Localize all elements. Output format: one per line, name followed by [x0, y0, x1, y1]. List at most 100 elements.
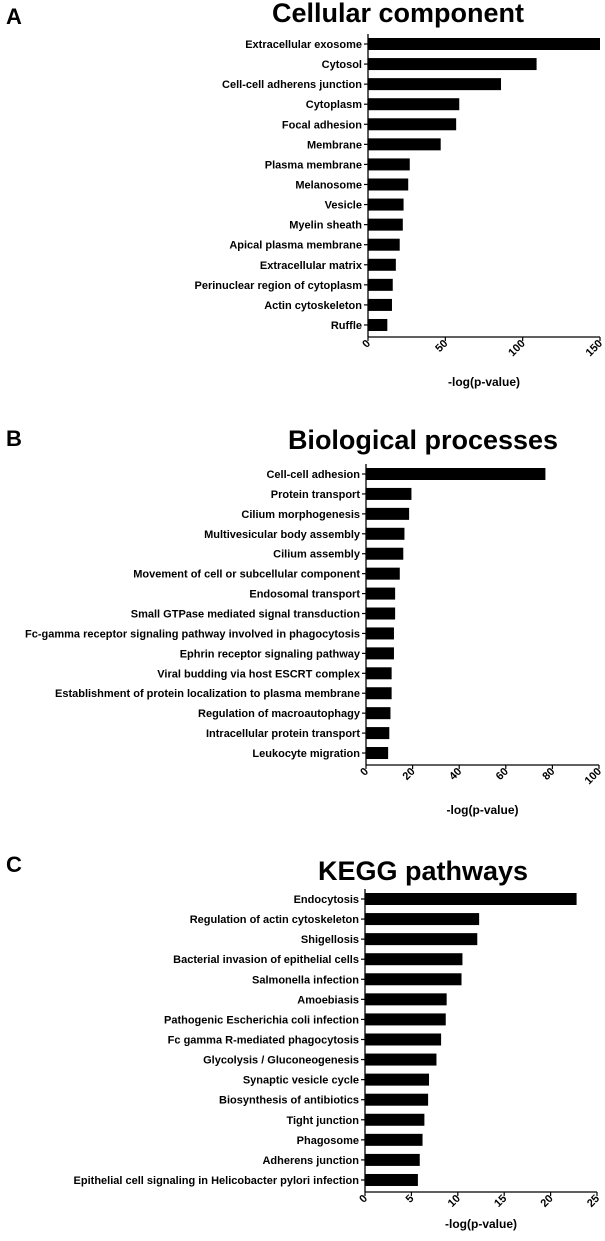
category-label: Adherens junction [262, 1155, 359, 1167]
x-tick-label: 100 [583, 766, 604, 787]
bar [366, 587, 396, 600]
category-label: Regulation of actin cytoskeleton [190, 914, 360, 926]
x-axis-label: -log(p-value) [445, 1217, 517, 1231]
bar [368, 278, 393, 291]
bar [368, 258, 396, 271]
category-label: Intracellular protein transport [206, 728, 360, 740]
bar [368, 138, 441, 151]
chart-title: Cellular component [272, 0, 524, 28]
category-label: Bacterial invasion of epithelial cells [173, 954, 359, 966]
bar [366, 507, 410, 520]
category-label: Epithelial cell signaling in Helicobacte… [74, 1175, 360, 1187]
bar [366, 667, 392, 680]
category-label: Endocytosis [294, 894, 359, 906]
category-label: Viral budding via host ESCRT complex [157, 668, 361, 680]
panel-letter: C [6, 852, 22, 877]
category-label: Salmonella infection [252, 974, 359, 986]
bar [366, 707, 391, 720]
x-tick-label: 100 [506, 338, 527, 359]
bar [365, 993, 447, 1006]
bar [368, 98, 460, 111]
category-label: Establishment of protein localization to… [55, 688, 360, 700]
category-label: Fc gamma R-mediated phagocytosis [168, 1034, 359, 1046]
bar [366, 567, 400, 580]
bar [368, 198, 404, 211]
bar [365, 973, 462, 986]
panel-letter: B [6, 426, 22, 451]
bar [368, 218, 403, 231]
category-label: Endosomal transport [249, 589, 360, 601]
bar [365, 1093, 429, 1106]
category-label: Apical plasma membrane [229, 240, 362, 252]
category-label: Shigellosis [301, 934, 359, 946]
bar [366, 487, 412, 500]
bar [366, 527, 405, 540]
category-label: Phagosome [297, 1135, 359, 1147]
category-label: Leukocyte migration [252, 748, 360, 760]
category-label: Extracellular exosome [245, 39, 362, 51]
x-tick-label: 20 [401, 766, 418, 783]
bar [365, 1153, 420, 1166]
category-label: Amoebiasis [297, 994, 359, 1006]
x-tick-label: 50 [433, 338, 450, 355]
x-tick-label: 0 [357, 1193, 370, 1206]
x-tick-label: 40 [447, 766, 464, 783]
category-label: Plasma membrane [265, 159, 362, 171]
category-label: Melanosome [295, 179, 362, 191]
category-label: Membrane [307, 139, 362, 151]
category-label: Vesicle [325, 200, 362, 212]
bar [366, 647, 394, 660]
category-label: Regulation of macroautophagy [198, 708, 361, 720]
category-label: Actin cytoskeleton [264, 300, 362, 312]
category-label: Cytoplasm [306, 99, 362, 111]
chart-title: KEGG pathways [318, 856, 528, 886]
category-label: Cell-cell adhesion [266, 469, 360, 481]
bar [365, 1073, 430, 1086]
bar [368, 58, 537, 71]
category-label: Focal adhesion [282, 119, 362, 131]
category-label: Synaptic vesicle cycle [243, 1075, 359, 1087]
bar [365, 1133, 423, 1146]
x-tick-label: 20 [539, 1193, 556, 1210]
category-label: Cytosol [322, 59, 362, 71]
bar [368, 298, 392, 311]
category-label: Extracellular matrix [260, 260, 363, 272]
category-label: Glycolysis / Gluconeogenesis [203, 1055, 359, 1067]
bar [365, 893, 577, 905]
bar [365, 913, 480, 926]
category-label: Ruffle [331, 320, 362, 332]
bar [365, 1113, 425, 1126]
bar [365, 1173, 418, 1186]
bar [366, 607, 396, 620]
x-axis-label: -log(p-value) [447, 803, 519, 817]
category-label: Fc-gamma receptor signaling pathway invo… [25, 628, 360, 640]
category-label: Perinuclear region of cytoplasm [195, 280, 363, 292]
category-label: Myelin sheath [289, 220, 362, 232]
bar [368, 158, 410, 171]
category-label: Cilium morphogenesis [241, 509, 360, 521]
category-label: Multivesicular body assembly [204, 529, 361, 541]
category-label: Pathogenic Escherichia coli infection [164, 1014, 359, 1026]
bar [366, 547, 404, 560]
bar [366, 747, 389, 760]
bar [368, 38, 600, 50]
panel-letter: A [6, 4, 22, 29]
bar [365, 1053, 437, 1066]
bar [365, 953, 463, 966]
x-tick-label: 150 [584, 338, 605, 359]
bar [365, 1013, 446, 1026]
category-label: Small GTPase mediated signal transductio… [131, 609, 361, 621]
x-tick-label: 0 [358, 766, 371, 779]
x-tick-label: 10 [446, 1193, 463, 1210]
bar [366, 627, 394, 640]
category-label: Tight junction [286, 1115, 359, 1127]
category-label: Protein transport [271, 489, 361, 501]
x-axis-label: -log(p-value) [448, 375, 520, 389]
bar [366, 727, 390, 740]
x-tick-label: 60 [494, 766, 511, 783]
bar [368, 118, 457, 131]
bar [368, 318, 388, 331]
